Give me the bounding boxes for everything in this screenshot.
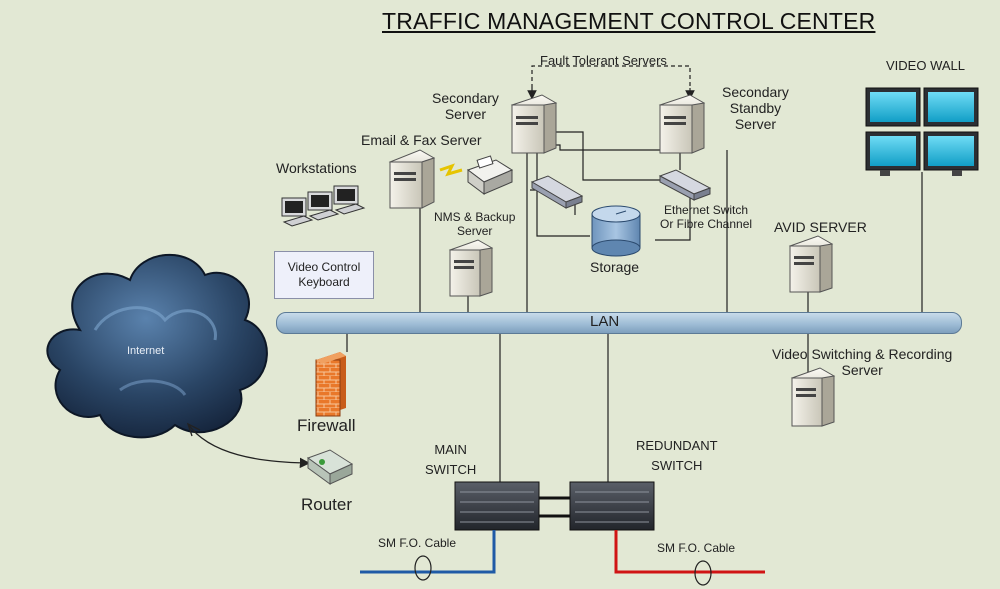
- connection-lines: [346, 65, 923, 485]
- lan-label: LAN: [590, 313, 620, 330]
- diagram-title: TRAFFIC MANAGEMENT CONTROL CENTER: [382, 8, 876, 34]
- router-icon: [306, 449, 354, 485]
- internet-label: Internet: [127, 345, 165, 357]
- lan-bus: [276, 312, 962, 334]
- lightning-icon: [439, 163, 463, 177]
- email-fax-label: Email & Fax Server: [361, 132, 482, 148]
- fax-icon: [466, 155, 514, 195]
- redundant-switch-icon: [569, 481, 655, 531]
- network-switch-icon-2: [658, 169, 712, 201]
- fiber-cable-red: [614, 530, 765, 574]
- storage-icon: [591, 205, 641, 257]
- storage-label: Storage: [590, 259, 640, 275]
- nms-backup-server-icon: [448, 239, 494, 297]
- secondary-server-icon: [510, 94, 558, 154]
- network-switch-icon: [530, 175, 584, 209]
- router-label: Router: [301, 495, 353, 514]
- sm-fo-cable-right-label: SM F.O. Cable: [657, 541, 736, 555]
- email-fax-server-icon: [388, 149, 436, 209]
- video-switching-server-icon: [790, 367, 836, 427]
- workstations-label: Workstations: [276, 160, 357, 176]
- workstation-icon: [281, 185, 366, 227]
- fiber-cable-blue: [360, 530, 496, 574]
- avid-server-label: AVID SERVER: [774, 219, 867, 235]
- avid-server-icon: [788, 235, 834, 293]
- firewall-icon: [315, 352, 346, 417]
- fault-tolerant-label: Fault Tolerant Servers: [540, 53, 667, 68]
- video-wall-label: VIDEO WALL: [886, 58, 965, 73]
- main-switch-icon: [454, 481, 540, 531]
- firewall-label: Firewall: [297, 416, 356, 435]
- internet-cloud-icon: [46, 253, 268, 439]
- sm-fo-cable-left-label: SM F.O. Cable: [378, 536, 457, 550]
- secondary-standby-server-icon: [658, 94, 706, 154]
- video-wall-icon: [865, 87, 979, 176]
